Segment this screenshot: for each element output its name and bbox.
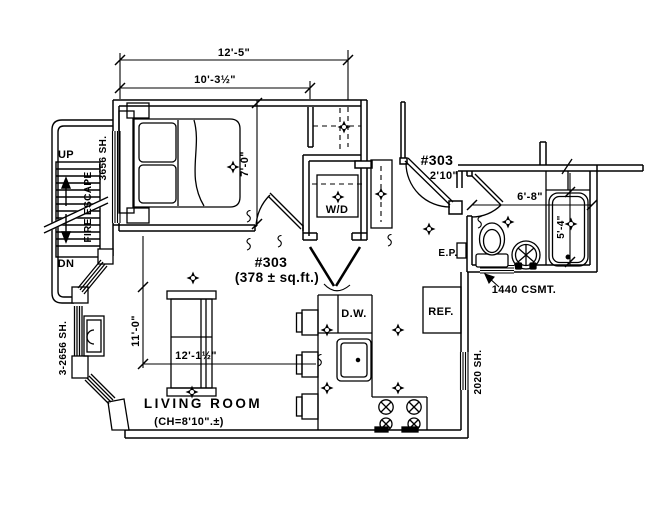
- ceiling-light-icon: [331, 190, 345, 204]
- dishwasher-label: D.W.: [341, 308, 366, 320]
- bedroom-door-swing-icon: [255, 192, 304, 230]
- kitchen-window-label: 2020 SH.: [473, 350, 484, 395]
- sofa-table: [166, 290, 217, 397]
- bay-windows: [71, 248, 130, 431]
- dim-living-horizontal: 12'-1½": [175, 350, 217, 362]
- entry-door-swing-icon: [404, 157, 454, 208]
- bedroom-window-icon: [111, 131, 121, 223]
- stairs-down-arrow: [60, 214, 72, 244]
- closet-bifold-door-icon: [308, 246, 362, 292]
- ceiling-light-icon: [422, 222, 436, 236]
- ceiling-height-label: (CH=8'10".±): [154, 416, 224, 428]
- bathroom-door-swing-icon: [471, 173, 504, 218]
- stove: [374, 399, 422, 433]
- pillow: [138, 122, 177, 163]
- doors: [255, 157, 504, 292]
- bedroom-window-label: 3656 SH.: [98, 136, 109, 181]
- washer-dryer-unit: [316, 174, 359, 218]
- bathroom-window-label: 1440 CSMT.: [492, 284, 557, 296]
- bay-window-middle-icon: [73, 306, 83, 356]
- fire-escape-stairs: [42, 161, 110, 258]
- wall-break-mark: [561, 158, 573, 175]
- pillow: [138, 164, 177, 204]
- dim-bathroom-width: 6'-8": [517, 191, 543, 203]
- bed: [118, 102, 241, 224]
- labels: 12'-5" 10'-3½" 7'-0" 3656 SH. FIRE ESCAP…: [58, 47, 567, 428]
- bathtub: [548, 192, 589, 267]
- dim-overall-top: 12'-5": [218, 47, 250, 59]
- bay-window-upper-icon: [77, 259, 108, 295]
- unit-number-label: #303: [255, 254, 288, 270]
- electrical-panel-box: [456, 242, 467, 259]
- ceiling-light-icon: [320, 323, 334, 337]
- toilet: [475, 222, 509, 268]
- stairs-down-label: DN: [58, 258, 75, 270]
- living-room-furniture: [83, 290, 217, 397]
- entry-unit-label: #303: [421, 152, 454, 168]
- ceiling-light-icon: [226, 160, 240, 174]
- ceiling-light-icon: [391, 381, 405, 395]
- ceiling-light-icon: [337, 120, 351, 134]
- dim-bedroom-top: 10'-3½": [194, 74, 236, 86]
- dimension-ticks: [114, 54, 598, 370]
- bar-stool: [295, 309, 319, 336]
- dim-tub-length: 5'-4": [556, 215, 567, 239]
- walls: [112, 99, 644, 439]
- refrigerator-box: [422, 286, 462, 334]
- hall-cabinet: [370, 159, 393, 229]
- washer-dryer-label: W/D: [326, 204, 349, 216]
- ceiling-light-icon: [501, 215, 515, 229]
- ceiling-light-icon: [186, 271, 200, 285]
- wall-windows: [111, 131, 514, 390]
- blanket-fold: [193, 119, 205, 207]
- unit-area-label: (378 ± sq.ft.): [235, 270, 319, 285]
- refrigerator-label: REF.: [428, 306, 453, 318]
- ceiling-light-icon: [391, 323, 405, 337]
- bathroom-sink: [511, 240, 541, 270]
- living-room-label: LIVING ROOM: [144, 396, 262, 411]
- ceiling-light-icon: [320, 381, 334, 395]
- kitchen-window-icon: [459, 352, 469, 390]
- window-leader-arrow: [483, 273, 500, 288]
- kitchen-sink: [336, 338, 372, 382]
- dim-living-vertical: 11'-0": [130, 315, 142, 347]
- stairs-up-arrow: [60, 176, 72, 206]
- bay-window-label: 3-2656 SH.: [58, 321, 69, 376]
- bay-window-lower-icon: [84, 373, 116, 405]
- fire-escape: [42, 119, 113, 304]
- dimension-lines: [114, 50, 598, 370]
- ceiling-light-icon: [374, 187, 388, 201]
- entry-door-width-label: 2'10": [430, 170, 458, 182]
- fire-escape-label: FIRE ESCAPE: [83, 171, 94, 242]
- dim-bed-zone: 7'-0": [239, 151, 251, 177]
- radiator: [83, 315, 105, 357]
- electrical-panel-label: E.P.: [438, 248, 457, 259]
- bar-stool: [295, 393, 319, 420]
- bathroom-fixtures: [456, 158, 590, 270]
- stairs-up-label: UP: [58, 149, 74, 161]
